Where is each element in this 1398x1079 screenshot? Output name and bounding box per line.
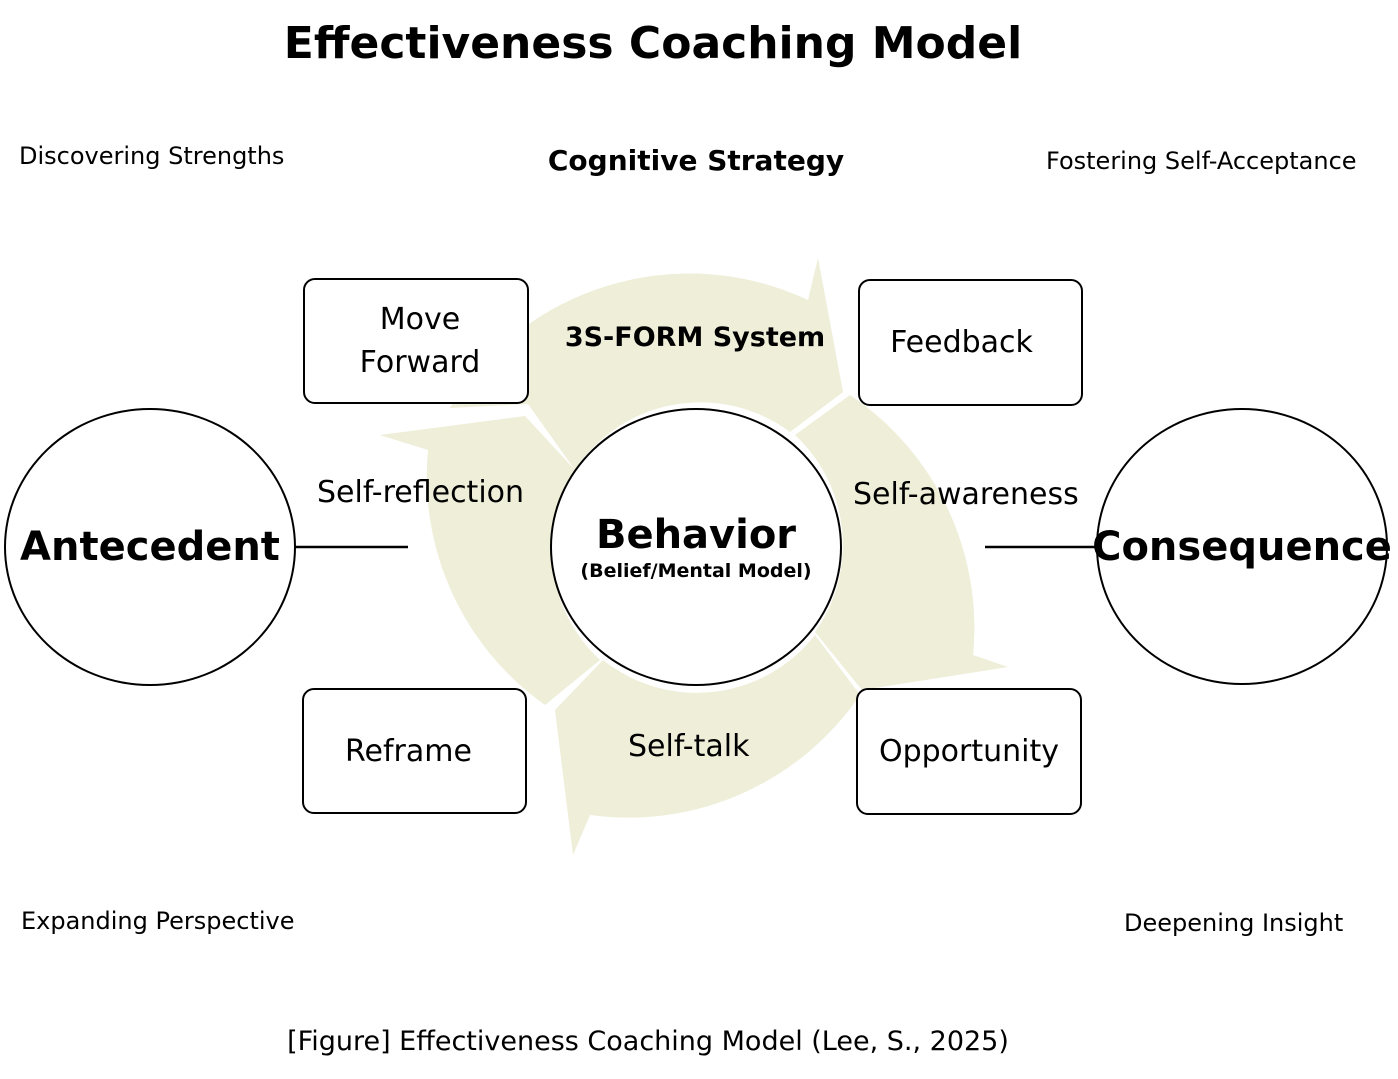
figure-caption: [Figure] Effectiveness Coaching Model (L… [287, 1026, 1009, 1057]
process-label-self-awareness: Self-awareness [853, 477, 1079, 512]
box-reframe: Reframe [302, 688, 527, 814]
node-antecedent-label: Antecedent [20, 524, 280, 570]
cycle-arrow-bottom-left [555, 635, 860, 855]
strategy-label: Cognitive Strategy [547, 144, 845, 177]
box-opportunity: Opportunity [856, 688, 1082, 815]
diagram-title: Effectiveness Coaching Model [283, 18, 1023, 69]
cycle-arrow-left-top [380, 416, 600, 705]
node-consequence-label: Consequence [1092, 523, 1392, 570]
process-label-self-talk: Self-talk [628, 729, 750, 764]
box-feedback-label: Feedback [890, 325, 1033, 360]
corner-label-top-left: Discovering Strengths [19, 142, 285, 170]
box-move-forward: Move Forward [303, 278, 529, 404]
node-behavior-sublabel: (Belief/Mental Model) [580, 560, 812, 582]
corner-label-bottom-right: Deepening Insight [1124, 909, 1344, 937]
corner-label-top-right: Fostering Self-Acceptance [1046, 147, 1357, 175]
cycle-arrow-top-right [450, 258, 843, 470]
node-consequence: Consequence [1092, 408, 1392, 685]
box-feedback: Feedback [858, 279, 1083, 406]
node-antecedent: Antecedent [4, 408, 296, 686]
node-behavior-label: Behavior [595, 512, 797, 558]
corner-label-bottom-left: Expanding Perspective [21, 907, 295, 935]
node-behavior: Behavior (Belief/Mental Model) [550, 408, 842, 686]
system-label: 3S-FORM System [564, 322, 826, 353]
box-reframe-label: Reframe [345, 733, 472, 769]
box-opportunity-label: Opportunity [878, 734, 1060, 769]
box-move-forward-line1: Move [379, 302, 461, 337]
cycle-arrows [380, 258, 1008, 855]
process-label-self-reflection: Self-reflection [317, 475, 525, 510]
box-move-forward-line2: Forward [359, 345, 481, 380]
cycle-arrow-right-bottom [795, 395, 1008, 690]
